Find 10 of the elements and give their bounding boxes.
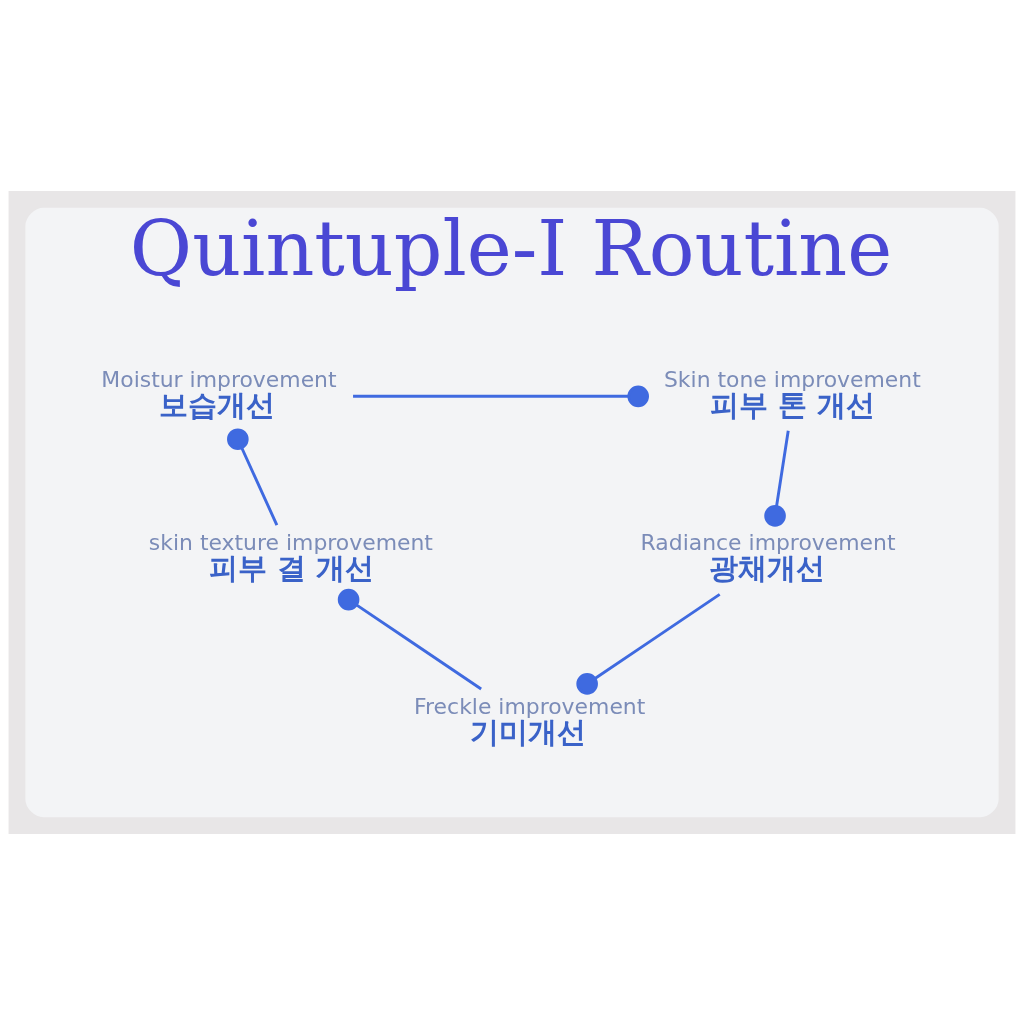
- connector: [337, 588, 482, 690]
- node-text: Skin tone improvement 피부 톤 개선: [663, 366, 921, 422]
- connector: [764, 430, 790, 527]
- connector: [227, 427, 279, 526]
- connector: [353, 385, 649, 407]
- node-text: Moistur improvement 보습개선: [101, 366, 337, 422]
- connector: [576, 592, 721, 695]
- node-text: Radiance improvement 광채개선: [640, 530, 896, 585]
- node-text: skin texture improvement 피부 결 개선: [148, 530, 433, 585]
- node-text: Freckle improvement 기미개선: [414, 693, 646, 749]
